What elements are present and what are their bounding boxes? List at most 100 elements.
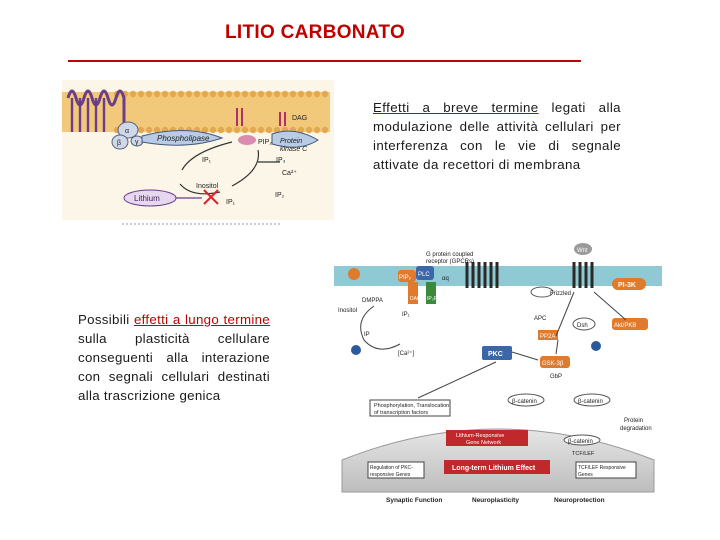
label-regulation-1: Regulation of PKC- [370,465,413,471]
label-pkc-1: Protein [280,138,302,145]
label-ip2: IP₂ [275,192,285,199]
label-frizzled: Frizzled [550,291,571,297]
label-wnt: Wnt [577,248,588,254]
label-beta: β [117,140,121,147]
dsh-oval [572,317,596,331]
plc-box [416,266,434,280]
arrow-inositol-pip2 [181,141,233,171]
label-beta-catenin-1: β-catenin [512,399,537,405]
membrane-band [62,92,330,132]
label-ip1: IP₁ [402,312,410,318]
lithium-node-right [591,341,601,351]
pi3k-box [612,278,646,290]
label-plc: PLC [418,272,430,278]
lithium-node-left [351,345,361,355]
dag-lipid-tails [279,112,286,126]
label-ip1-bottom: IP₁ [226,199,236,206]
long-term-highlight: effetti a lungo termine [133,312,270,327]
label-pp2a: PP2A [540,334,555,340]
label-ca: [Ca²⁺] [398,350,415,357]
label-phospho-2: of transcription factors [374,410,428,416]
pkc-shape [271,130,319,148]
network-box [446,430,528,446]
phosphorylation-box [369,399,451,417]
pp2a-box [538,330,558,340]
label-beta-catenin-2: β-catenin [578,399,603,405]
phospholipase-shape [141,130,224,146]
label-gsk3b: GSK-3β [542,361,564,367]
long-term-effects-text: Possibili effetti a lungo termine sulla … [78,310,270,405]
receptor-helices [70,98,106,132]
inositol-cycle-arrow [360,305,401,350]
gpcr-receptor [465,262,499,288]
label-ip1: IP₁ [202,157,212,164]
short-term-highlight: Effetti a breve termine [373,100,539,115]
tcf-genes-box [575,461,637,479]
label-dmpa: DMPPA [362,298,383,304]
label-gamma: γ [135,139,139,146]
short-term-effects-text: Effetti a breve termine legati alla modu… [373,98,621,174]
long-term-effect-box [444,460,550,474]
label-ip: IP [364,332,370,338]
lithium-block-cross-icon [203,189,219,205]
label-alpha-q: αq [442,276,449,282]
label-network-2: Gene Network [466,440,501,446]
signaling-pathways-figure: G protein coupled receptor (GPCRs) Wnt F… [334,243,662,504]
label-pip2: PIP₂ [399,275,412,281]
g-beta-subunit [111,134,129,150]
label-ca: Ca²⁺ [282,170,297,177]
label-pi3k: PI-3K [618,282,636,289]
label-pip2: PIP₂ [258,139,272,146]
label-dag: DAG [410,296,421,302]
label-ip3: IP₃ [276,157,286,164]
label-protein-deg-1: Protein [624,418,643,424]
label-long-term-effect: Long-term Lithium Effect [452,465,536,472]
label-synaptic-function: Synaptic Function [386,497,442,504]
frizzled-receptor [572,262,594,288]
label-tcf-genes-2: Genes [578,472,593,478]
label-ip3r: IP₃R [427,296,438,302]
dag-box [408,282,418,304]
pkc-box [482,346,512,360]
label-regulation-2: responsive Genes [370,472,411,478]
arrow-pkc-phospho [417,361,497,399]
phosphoinositide-cycle-figure: α β γ Phospholipase DAG PIP₂ Protein kin… [62,80,334,225]
beta-catenin-oval-1 [507,393,545,407]
title-rule [68,60,581,62]
label-lithium: Lithium [134,194,160,203]
beta-catenin-oval-3 [563,434,601,446]
label-dag: DAG [292,115,307,122]
regulation-box [367,461,425,479]
label-neuroprotection: Neuroprotection [554,497,605,504]
arrow-ip3-ip2 [231,149,260,187]
label-akt: Akt/PKB [614,323,636,329]
phospholipid-node [348,268,360,280]
label-phospholipase: Phospholipase [157,134,210,143]
frizzled-oval [530,286,554,298]
label-phospho-1: Phosphorylation, Translocation [374,403,449,409]
label-apc: APC [534,316,547,322]
pip2-lipid-tails [236,108,243,126]
wnt-ligand [574,243,592,255]
long-term-lead: Possibili [78,312,134,327]
label-gpcr-2: receptor (GPCRs) [426,259,474,265]
pathway-arrows [511,291,627,361]
short-term-rest: legati alla modulazione delle attività c… [373,100,621,172]
long-term-rest: sulla plasticità cellulare conseguenti a… [78,331,270,403]
label-dsh: Dsh [577,323,588,329]
label-inositol: Inositol [338,308,357,314]
label-alpha: α [125,128,129,135]
label-network-1: Lithium-Responsive [456,433,504,439]
pip2-head [238,135,256,145]
pip2-box [398,270,416,282]
g-alpha-subunit [117,121,139,139]
label-tcf-genes-1: TCF/LEF Responsive [578,465,626,471]
ip3r-box [426,282,436,304]
label-gbp: GbP [550,374,562,380]
label-gpcr-1: G protein coupled [426,252,473,258]
label-pkc: PKC [488,351,503,358]
label-beta-catenin-3: β-catenin [568,439,593,445]
label-pkc-2: kinase C [280,146,308,153]
label-protein-deg-2: degradation [620,426,652,432]
label-inositol: Inositol [196,183,219,190]
